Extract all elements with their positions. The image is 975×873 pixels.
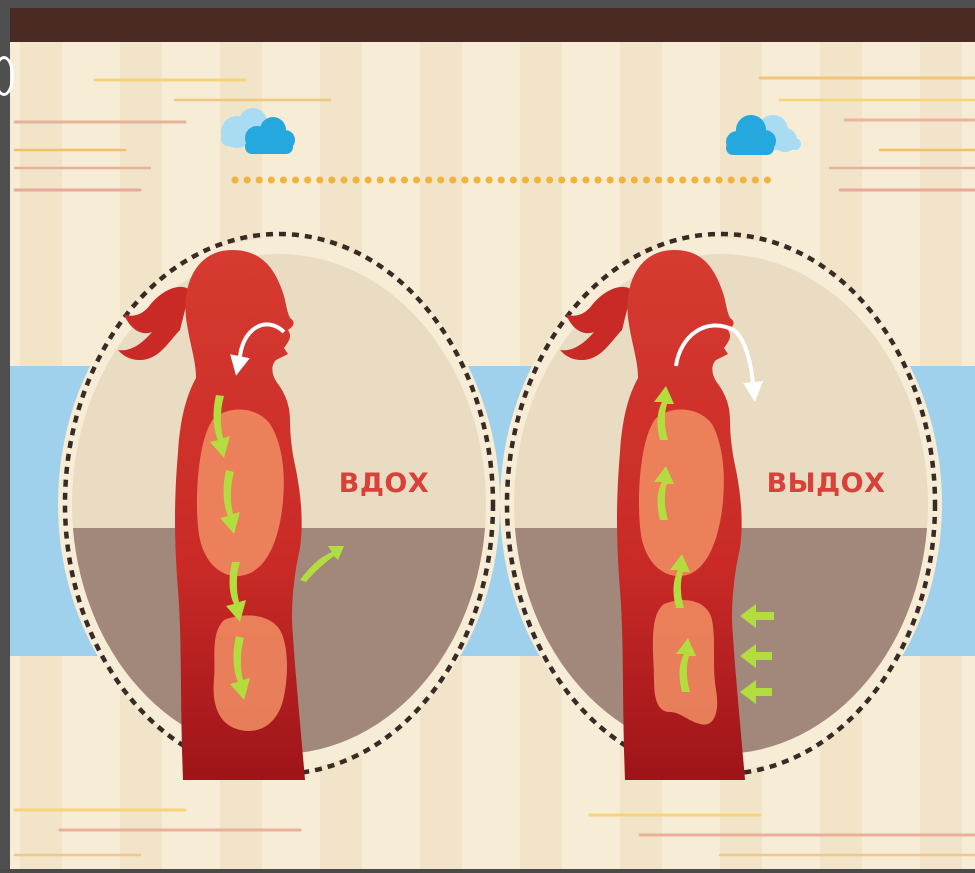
panel-label: ВЫДОХ [767, 468, 886, 499]
top-bar [10, 8, 975, 42]
panel-label: ВДОХ [339, 468, 429, 499]
abdomen [214, 615, 287, 731]
